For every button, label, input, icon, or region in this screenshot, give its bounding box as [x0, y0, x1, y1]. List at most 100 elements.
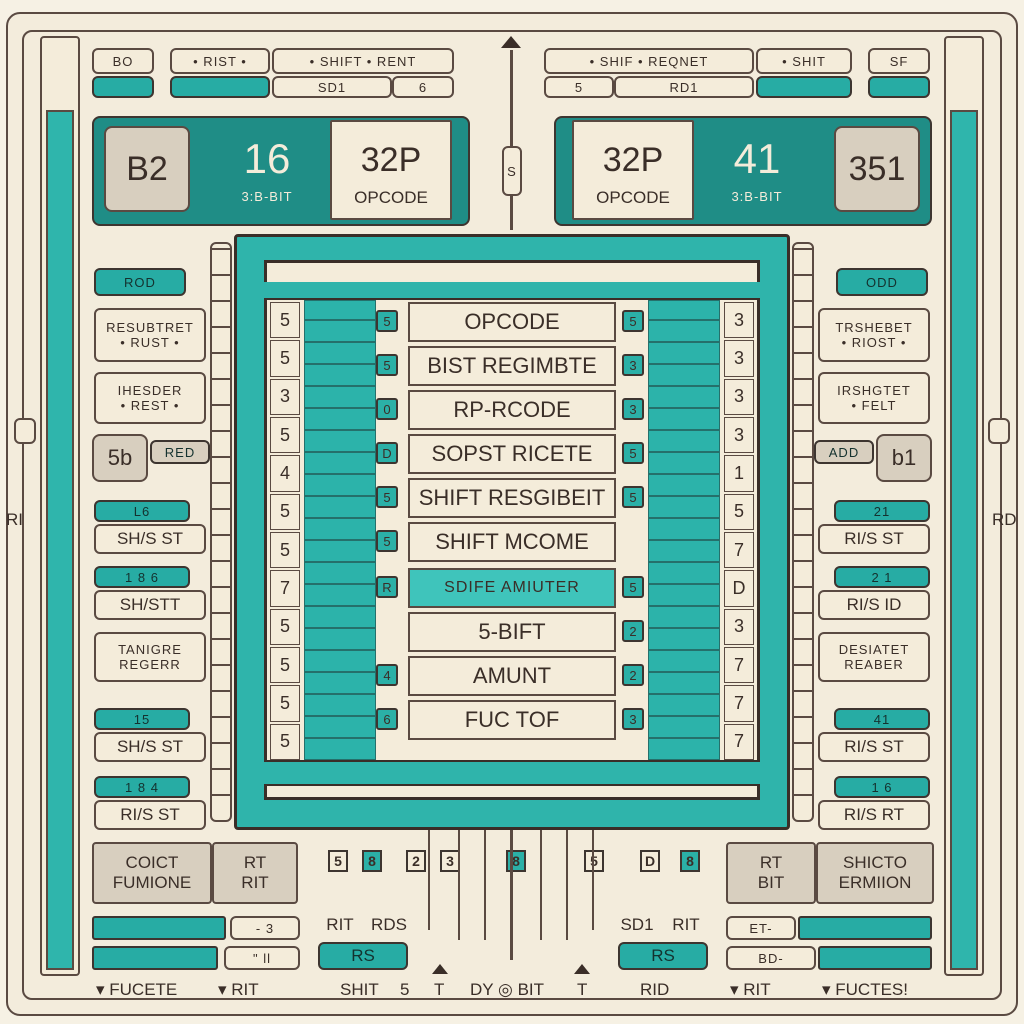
bottom-shicto-block[interactable]: SHICTO ERMIION [816, 842, 934, 904]
center-row-3[interactable]: SOPST RICETE [408, 434, 616, 474]
center-row-7[interactable]: 5-BIFT [408, 612, 616, 652]
bottom-pin-0[interactable]: 5 [328, 850, 348, 872]
right-label-2-1[interactable]: 2 1 [834, 566, 930, 588]
center-row-2-left-tag: 0 [376, 398, 398, 420]
left-header-bit: 3:B-BIT [241, 188, 293, 204]
left-header-b2[interactable]: B2 [104, 126, 190, 212]
top-left-six: 6 [392, 76, 454, 98]
right-label-riss-2[interactable]: RI/S ST [818, 732, 930, 762]
bottom-left-small-2[interactable]: " ll [224, 946, 300, 970]
bottom-pin-2[interactable]: 2 [406, 850, 426, 872]
center_side_left-4: 4 [270, 455, 300, 492]
top-left-bo[interactable]: BO [92, 48, 154, 74]
bottom-pin-3[interactable]: 3 [440, 850, 460, 872]
left-label-l6[interactable]: L6 [94, 500, 190, 522]
left-label-red[interactable]: RED [150, 440, 210, 464]
bottom-pin-5[interactable]: 5 [584, 850, 604, 872]
bottom-rid: RID [640, 980, 670, 999]
bottom-rit: RIT [326, 915, 354, 934]
center_side_right-11: 7 [724, 723, 754, 760]
left-label-184[interactable]: 1 8 4 [94, 776, 190, 798]
center-row-4[interactable]: SHIFT RESGIBEIT [408, 478, 616, 518]
left-label-ihesder[interactable]: IHESDER • REST • [94, 372, 206, 424]
bottom-right-bar-2 [818, 946, 932, 970]
bottom-right-small-2[interactable]: BD- [726, 946, 816, 970]
left-side-tab[interactable] [14, 418, 36, 444]
top-left-sd1: SD1 [272, 76, 392, 98]
center-row-8[interactable]: AMUNT [408, 656, 616, 696]
left-label-shs-1[interactable]: SH/S ST [94, 524, 206, 554]
center_side_right-4: 1 [724, 455, 754, 492]
bottom-rt-rit-block[interactable]: RT RIT [212, 842, 298, 904]
left-label-tanigre[interactable]: TANIGRE REGERR [94, 632, 206, 682]
right-header-351[interactable]: 351 [834, 126, 920, 212]
left-label-riss[interactable]: RI/S ST [94, 800, 206, 830]
center-row-9[interactable]: FUC TOF [408, 700, 616, 740]
left-label-186[interactable]: 1 8 6 [94, 566, 190, 588]
bottom-rs-left[interactable]: RS [318, 942, 408, 970]
bottom-pin-4[interactable]: 8 [506, 850, 526, 872]
bottom-rds: RDS [371, 915, 407, 934]
bottom-rs-right[interactable]: RS [618, 942, 708, 970]
center-row-0[interactable]: OPCODE [408, 302, 616, 342]
bottom-shit: SHIT [340, 980, 379, 999]
center-row-6[interactable]: SDIFE AMIUTER [408, 568, 616, 608]
top-left-rist[interactable]: • RIST • [170, 48, 270, 74]
center-row-2[interactable]: RP-RCODE [408, 390, 616, 430]
bottom-wire-3 [484, 830, 486, 940]
center_side_left-11: 5 [270, 723, 300, 760]
right-side-tab[interactable] [988, 418, 1010, 444]
right-header-opcode: OPCODE [596, 188, 670, 207]
center-row-9-right-tag: 3 [622, 708, 644, 730]
bottom-pin-7[interactable]: 8 [680, 850, 700, 872]
left-label-shs-2[interactable]: SH/S ST [94, 732, 206, 762]
bottom-left-small-1[interactable]: - 3 [230, 916, 300, 940]
bottom-left-bar-1 [92, 916, 226, 940]
right-label-risrt[interactable]: RI/S RT [818, 800, 930, 830]
top-right-shif-reqnet[interactable]: • SHIF • REQNET [544, 48, 754, 74]
right-label-risid[interactable]: RI/S ID [818, 590, 930, 620]
left-label-15[interactable]: 15 [94, 708, 190, 730]
center_side_left-6: 5 [270, 532, 300, 569]
center-row-3-left-tag: D [376, 442, 398, 464]
bottom-right-small-1[interactable]: ET- [726, 916, 796, 940]
bottom-t1: T [434, 980, 445, 999]
center_side_left-9: 5 [270, 647, 300, 684]
bottom-wire-6 [566, 830, 568, 940]
center-row-3-right-tag: 5 [622, 442, 644, 464]
right-label-add[interactable]: ADD [814, 440, 874, 464]
center-row-5[interactable]: SHIFT MCOME [408, 522, 616, 562]
bottom-rt-bit-block[interactable]: RT BIT [726, 842, 816, 904]
left-header-32p: 32P [360, 140, 422, 179]
center-row-6-left-tag: R [376, 576, 398, 598]
top-right-sf[interactable]: SF [868, 48, 930, 74]
center-row-5-left-tag: 5 [376, 530, 398, 552]
bottom-left-bar-2 [92, 946, 218, 970]
bottom-pin-6[interactable]: D [640, 850, 660, 872]
right-label-trshebet[interactable]: TRSHEBET • RIOST • [818, 308, 930, 362]
right-label-irshgtet[interactable]: IRSHGTET • FELT [818, 372, 930, 424]
bottom-pin-1[interactable]: 8 [362, 850, 382, 872]
right-label-desiatet[interactable]: DESIATET REABER [818, 632, 930, 682]
right-label-41[interactable]: 41 [834, 708, 930, 730]
top-arrow-icon [501, 36, 521, 48]
right-label-1-6[interactable]: 1 6 [834, 776, 930, 798]
bottom-coict-block[interactable]: COICT FUMIONE [92, 842, 212, 904]
left-label-shstt[interactable]: SH/STT [94, 590, 206, 620]
bottom-sd1: SD1 [620, 915, 654, 934]
left-label-rod[interactable]: ROD [94, 268, 186, 296]
center-row-9-left-tag: 6 [376, 708, 398, 730]
top-center-s[interactable]: S [502, 146, 522, 196]
right-side-label: RD [992, 510, 1017, 529]
right-label-odd[interactable]: ODD [836, 268, 928, 296]
right-label-riss-1[interactable]: RI/S ST [818, 524, 930, 554]
left-label-resubtret[interactable]: RESUBTRET • RUST • [94, 308, 206, 362]
right-label-21[interactable]: 21 [834, 500, 930, 522]
center-row-0-left-tag: 5 [376, 310, 398, 332]
right-header-bit: 3:B-BIT [731, 188, 783, 204]
center-row-1[interactable]: BIST REGIMBTE [408, 346, 616, 386]
top-right-shit[interactable]: • SHIT [756, 48, 852, 74]
top-left-shift-rent[interactable]: • SHIFT • RENT [272, 48, 454, 74]
center-row-8-right-tag: 2 [622, 664, 644, 686]
center-grid-right [648, 300, 720, 760]
